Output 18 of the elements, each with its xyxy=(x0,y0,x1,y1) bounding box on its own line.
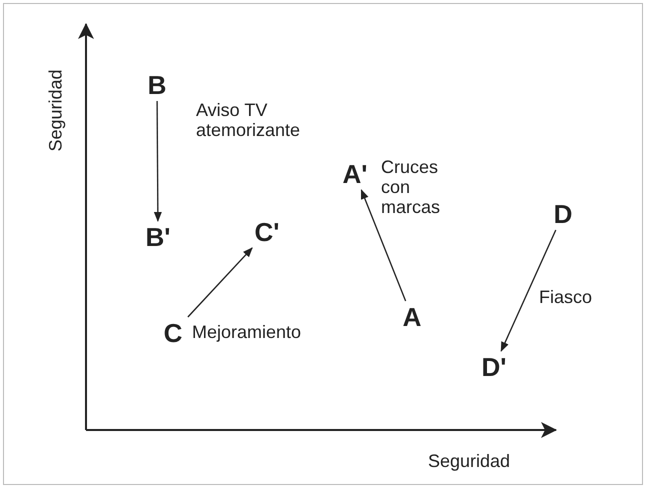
point-label: B xyxy=(139,69,175,101)
edge-label: Mejoramiento xyxy=(192,322,302,342)
axis-title: Seguridad xyxy=(46,69,67,152)
point-label: C xyxy=(155,317,191,349)
edge-label: Cruces con marcas xyxy=(381,157,442,217)
arrow xyxy=(187,247,253,318)
point-label: C' xyxy=(249,216,285,248)
point-label: D' xyxy=(476,351,512,383)
point-label: A xyxy=(394,301,430,333)
point-label: D xyxy=(545,198,581,230)
point-label: A' xyxy=(337,158,373,190)
arrow xyxy=(500,230,556,352)
arrow xyxy=(360,189,406,302)
arrow xyxy=(154,101,162,222)
edge-label: Fiasco xyxy=(539,287,594,307)
edge-label: Aviso TV atemorizante xyxy=(196,100,302,140)
axis-title: Seguridad xyxy=(428,451,510,472)
point-label: B' xyxy=(140,221,176,253)
